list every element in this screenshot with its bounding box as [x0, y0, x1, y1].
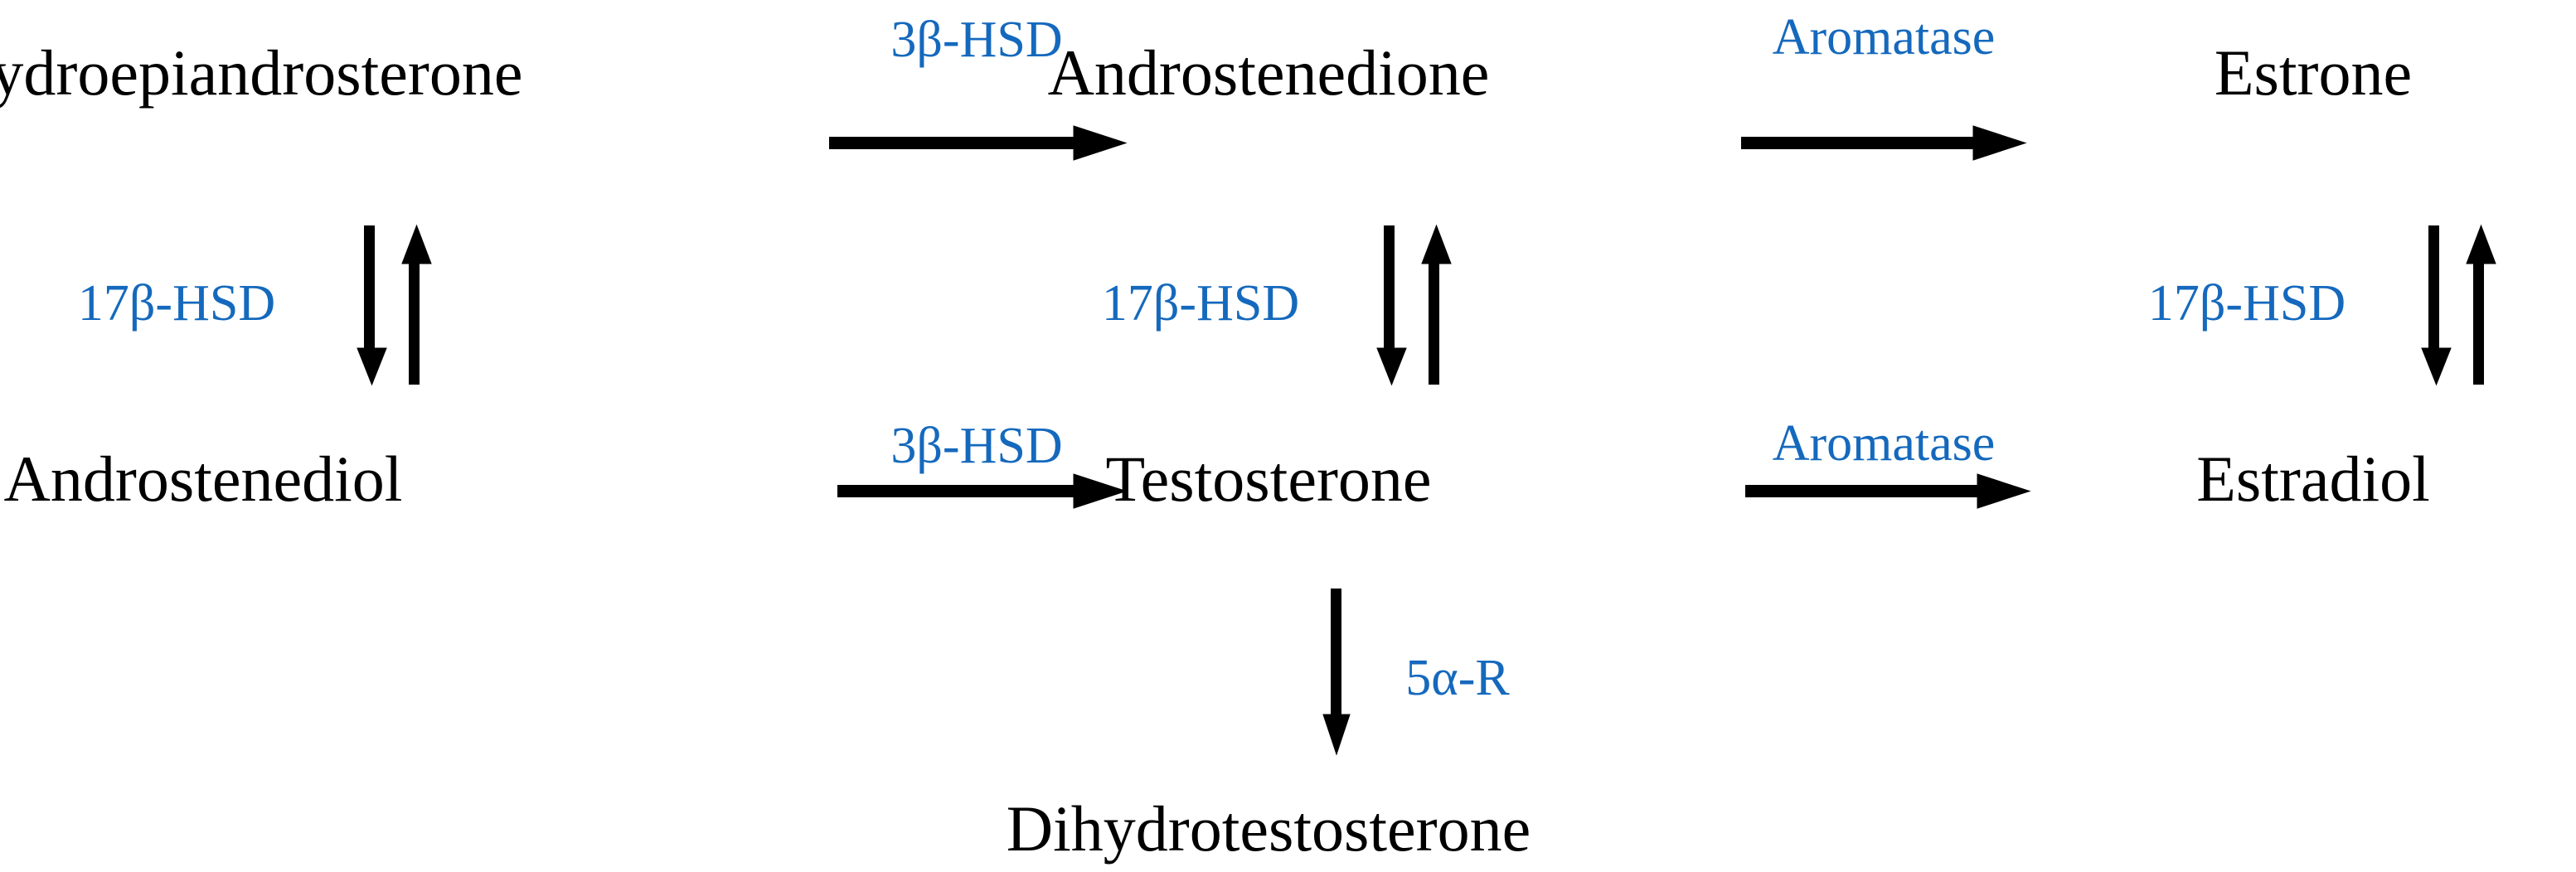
- compound-dihydrotestosterone: Dihydrotestosterone: [1006, 792, 1531, 865]
- enzyme-label-3b-hsd-bottom: 3β-HSD: [890, 418, 1063, 474]
- enzyme-label-5a-r: 5α-R: [1405, 650, 1510, 706]
- arrow-androstenedione-to-estrone: [1741, 125, 2027, 161]
- arrow-androstenediol-to-testosterone: [837, 473, 1128, 509]
- enzyme-label-3b-hsd-top: 3β-HSD: [890, 12, 1063, 68]
- enzyme-label-17b-hsd-middle: 17β-HSD: [1101, 275, 1300, 332]
- compound-estrone: Estrone: [2214, 36, 2413, 109]
- enzyme-label-17b-hsd-left: 17β-HSD: [77, 275, 276, 332]
- arrows-dhea-androstenediol: [357, 224, 432, 386]
- arrow-testosterone-to-estradiol: [1745, 473, 2031, 509]
- compound-androstenedione: Androstenedione: [1047, 36, 1490, 109]
- enzyme-label-aromatase-bottom: Aromatase: [1772, 415, 1996, 472]
- arrows-estrone-estradiol: [2421, 224, 2496, 386]
- arrow-testosterone-to-dht: [1322, 589, 1351, 756]
- enzyme-label-aromatase-top: Aromatase: [1772, 9, 1996, 65]
- arrows-androstenedione-testosterone: [1376, 224, 1452, 386]
- enzyme-label-17b-hsd-right: 17β-HSD: [2147, 275, 2346, 332]
- compound-testosterone: Testosterone: [1105, 443, 1432, 515]
- compound-estradiol: Estradiol: [2196, 443, 2430, 515]
- compound-androstenediol: Androstenediol: [3, 443, 403, 515]
- compound-dehydroepiandrosterone: Dehydroepiandrosterone: [0, 36, 523, 109]
- arrow-dhea-to-androstenedione: [829, 125, 1128, 161]
